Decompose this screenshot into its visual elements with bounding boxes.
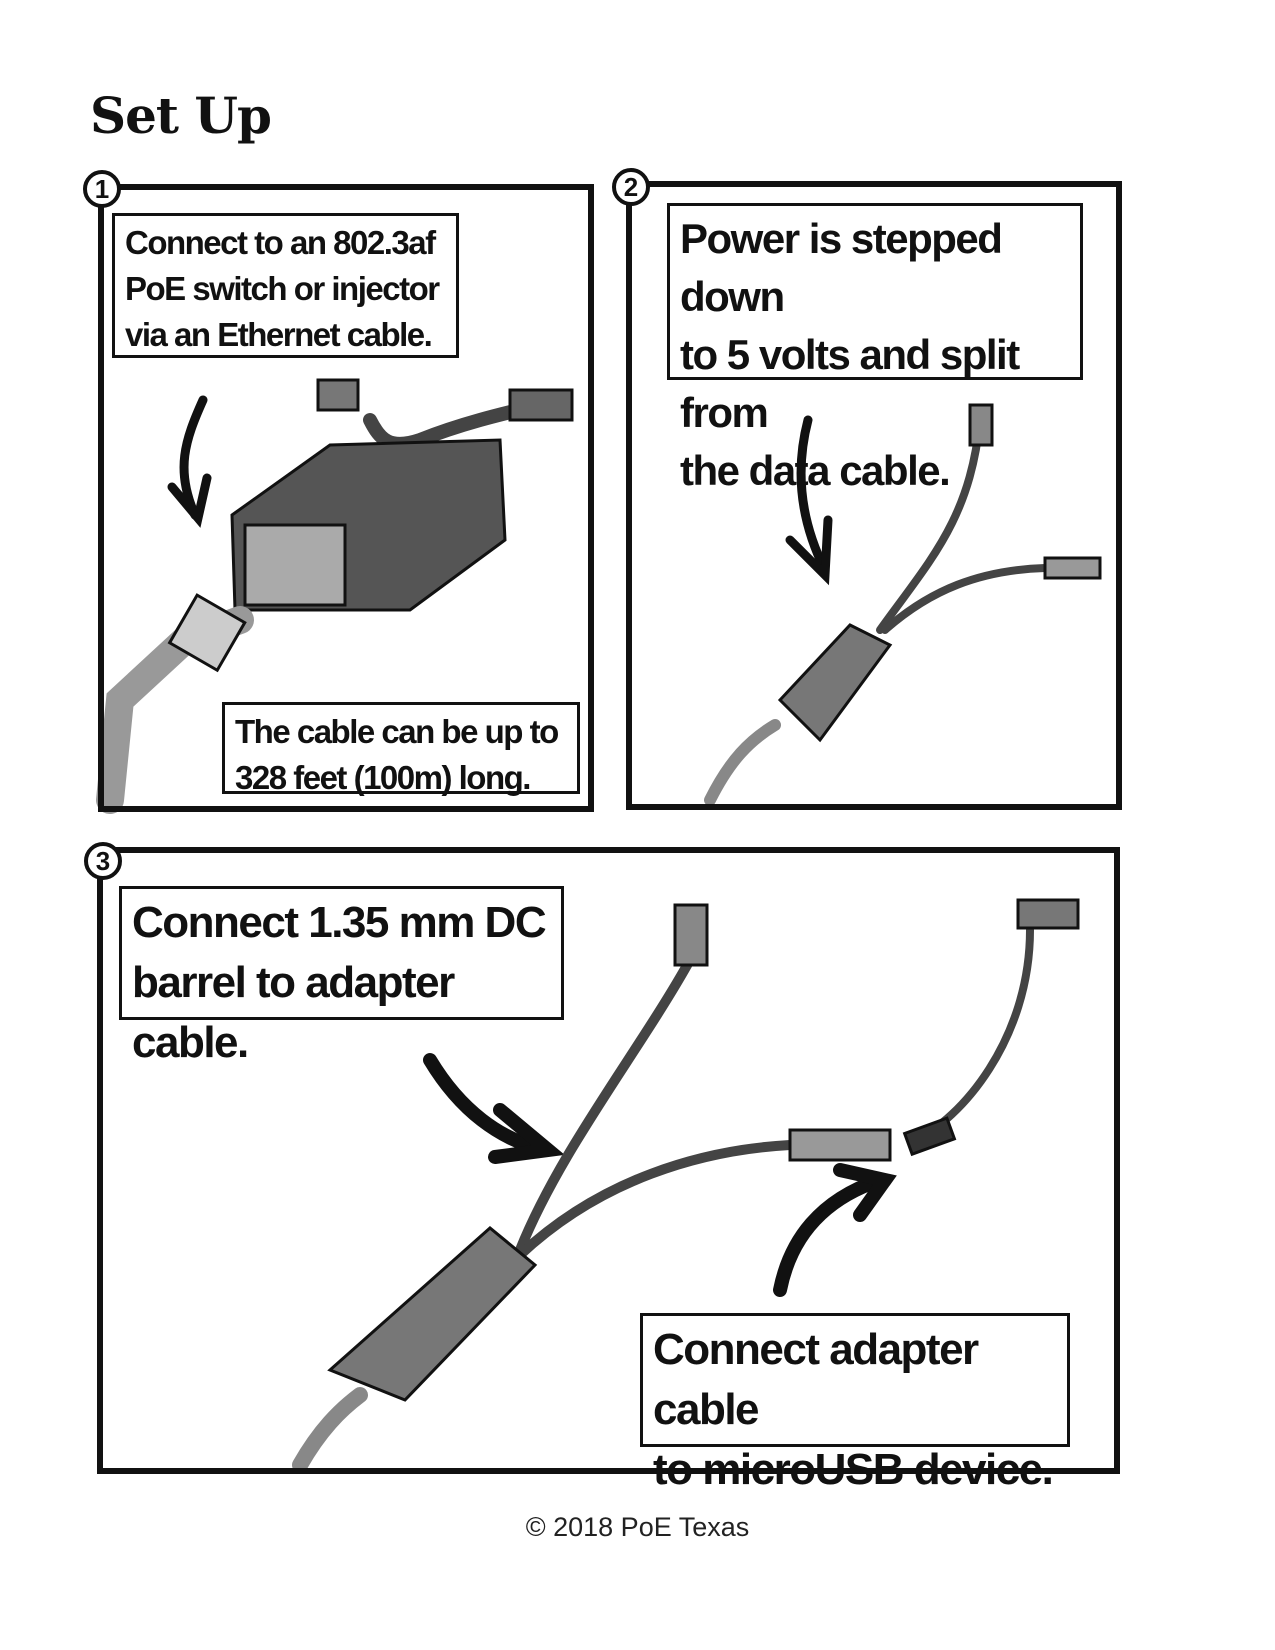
step-3-callout-microusb: Connect adapter cable to microUSB device… xyxy=(640,1313,1070,1494)
page-title: Set Up xyxy=(90,86,272,145)
splitter-module xyxy=(777,623,893,743)
step-2-number: 2 xyxy=(612,168,650,206)
step-2-callout-power: Power is stepped down to 5 volts and spl… xyxy=(667,203,1083,494)
arrow-down-icon xyxy=(796,415,830,575)
copyright-footer: © 2018 PoE Texas xyxy=(525,1512,750,1542)
step-3-callout-barrel: Connect 1.35 mm DC barrel to adapter cab… xyxy=(119,886,564,1067)
step-3-panel xyxy=(97,847,1120,1474)
step-3-number: 3 xyxy=(84,842,122,880)
arrow-icon xyxy=(773,1173,887,1297)
step-1-number: 1 xyxy=(83,170,121,208)
rj45-plug-top xyxy=(316,378,360,412)
step-1-callout-connect: Connect to an 802.3af PoE switch or inje… xyxy=(112,213,459,358)
splitter-module xyxy=(327,1226,538,1402)
step-1-callout-length: The cable can be up to 328 feet (100m) l… xyxy=(222,702,580,796)
step-2-panel xyxy=(626,181,1122,810)
arrow-down-icon xyxy=(179,395,208,520)
step-1-panel xyxy=(98,184,594,812)
ethernet-port xyxy=(243,523,347,607)
